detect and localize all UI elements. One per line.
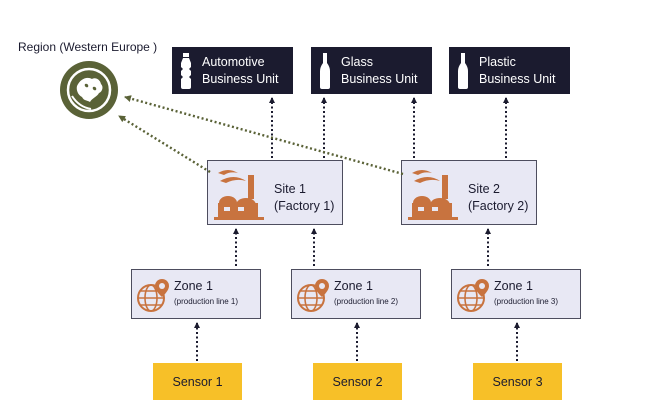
zone-subtitle: (production line 3): [494, 297, 559, 306]
sensor-2-box: Sensor 2: [313, 363, 402, 400]
factory-icon: [408, 170, 458, 220]
europe-globe-icon: [60, 61, 118, 119]
site-1-box: Site 1 (Factory 1): [207, 160, 343, 225]
business-unit-glass: Glass Business Unit: [311, 47, 432, 94]
arrow-site2-region: [124, 95, 404, 176]
sensor-label: Sensor 2: [332, 374, 383, 389]
glass-bottle-icon: [458, 53, 468, 89]
zone-title: Zone 1: [174, 279, 213, 293]
arrow-site1-region: [118, 114, 211, 174]
site-2-box: Site 2 (Factory 2): [401, 160, 537, 225]
zone-box-3: Zone 1 (production line 3): [451, 269, 581, 319]
globe-pin-icon: [457, 279, 489, 312]
business-unit-plastic: Plastic Business Unit: [449, 47, 570, 94]
site-label: Site 2 (Factory 2): [468, 182, 529, 213]
site-label: Site 1 (Factory 1): [274, 182, 335, 213]
zone-box-2: Zone 1 (production line 2): [291, 269, 421, 319]
business-unit-label: Automotive Business Unit: [202, 55, 279, 86]
sensor-3-box: Sensor 3: [473, 363, 562, 400]
zone-title: Zone 1: [494, 279, 533, 293]
factory-icon: [214, 170, 264, 220]
sensor-label: Sensor 1: [172, 374, 223, 389]
zone-title: Zone 1: [334, 279, 373, 293]
plastic-bottle-icon: [181, 53, 191, 89]
globe-pin-icon: [297, 279, 329, 312]
globe-pin-icon: [137, 279, 169, 312]
sensor-1-box: Sensor 1: [153, 363, 242, 400]
sensor-label: Sensor 3: [492, 374, 543, 389]
glass-bottle-icon: [320, 53, 330, 89]
business-unit-label: Plastic Business Unit: [479, 55, 556, 86]
region-label: Region (Western Europe ): [18, 40, 158, 54]
zone-subtitle: (production line 1): [174, 297, 239, 306]
zone-subtitle: (production line 2): [334, 297, 399, 306]
business-unit-label: Glass Business Unit: [341, 55, 418, 86]
business-unit-automotive: Automotive Business Unit: [172, 47, 293, 94]
zone-box-1: Zone 1 (production line 1): [131, 269, 261, 319]
